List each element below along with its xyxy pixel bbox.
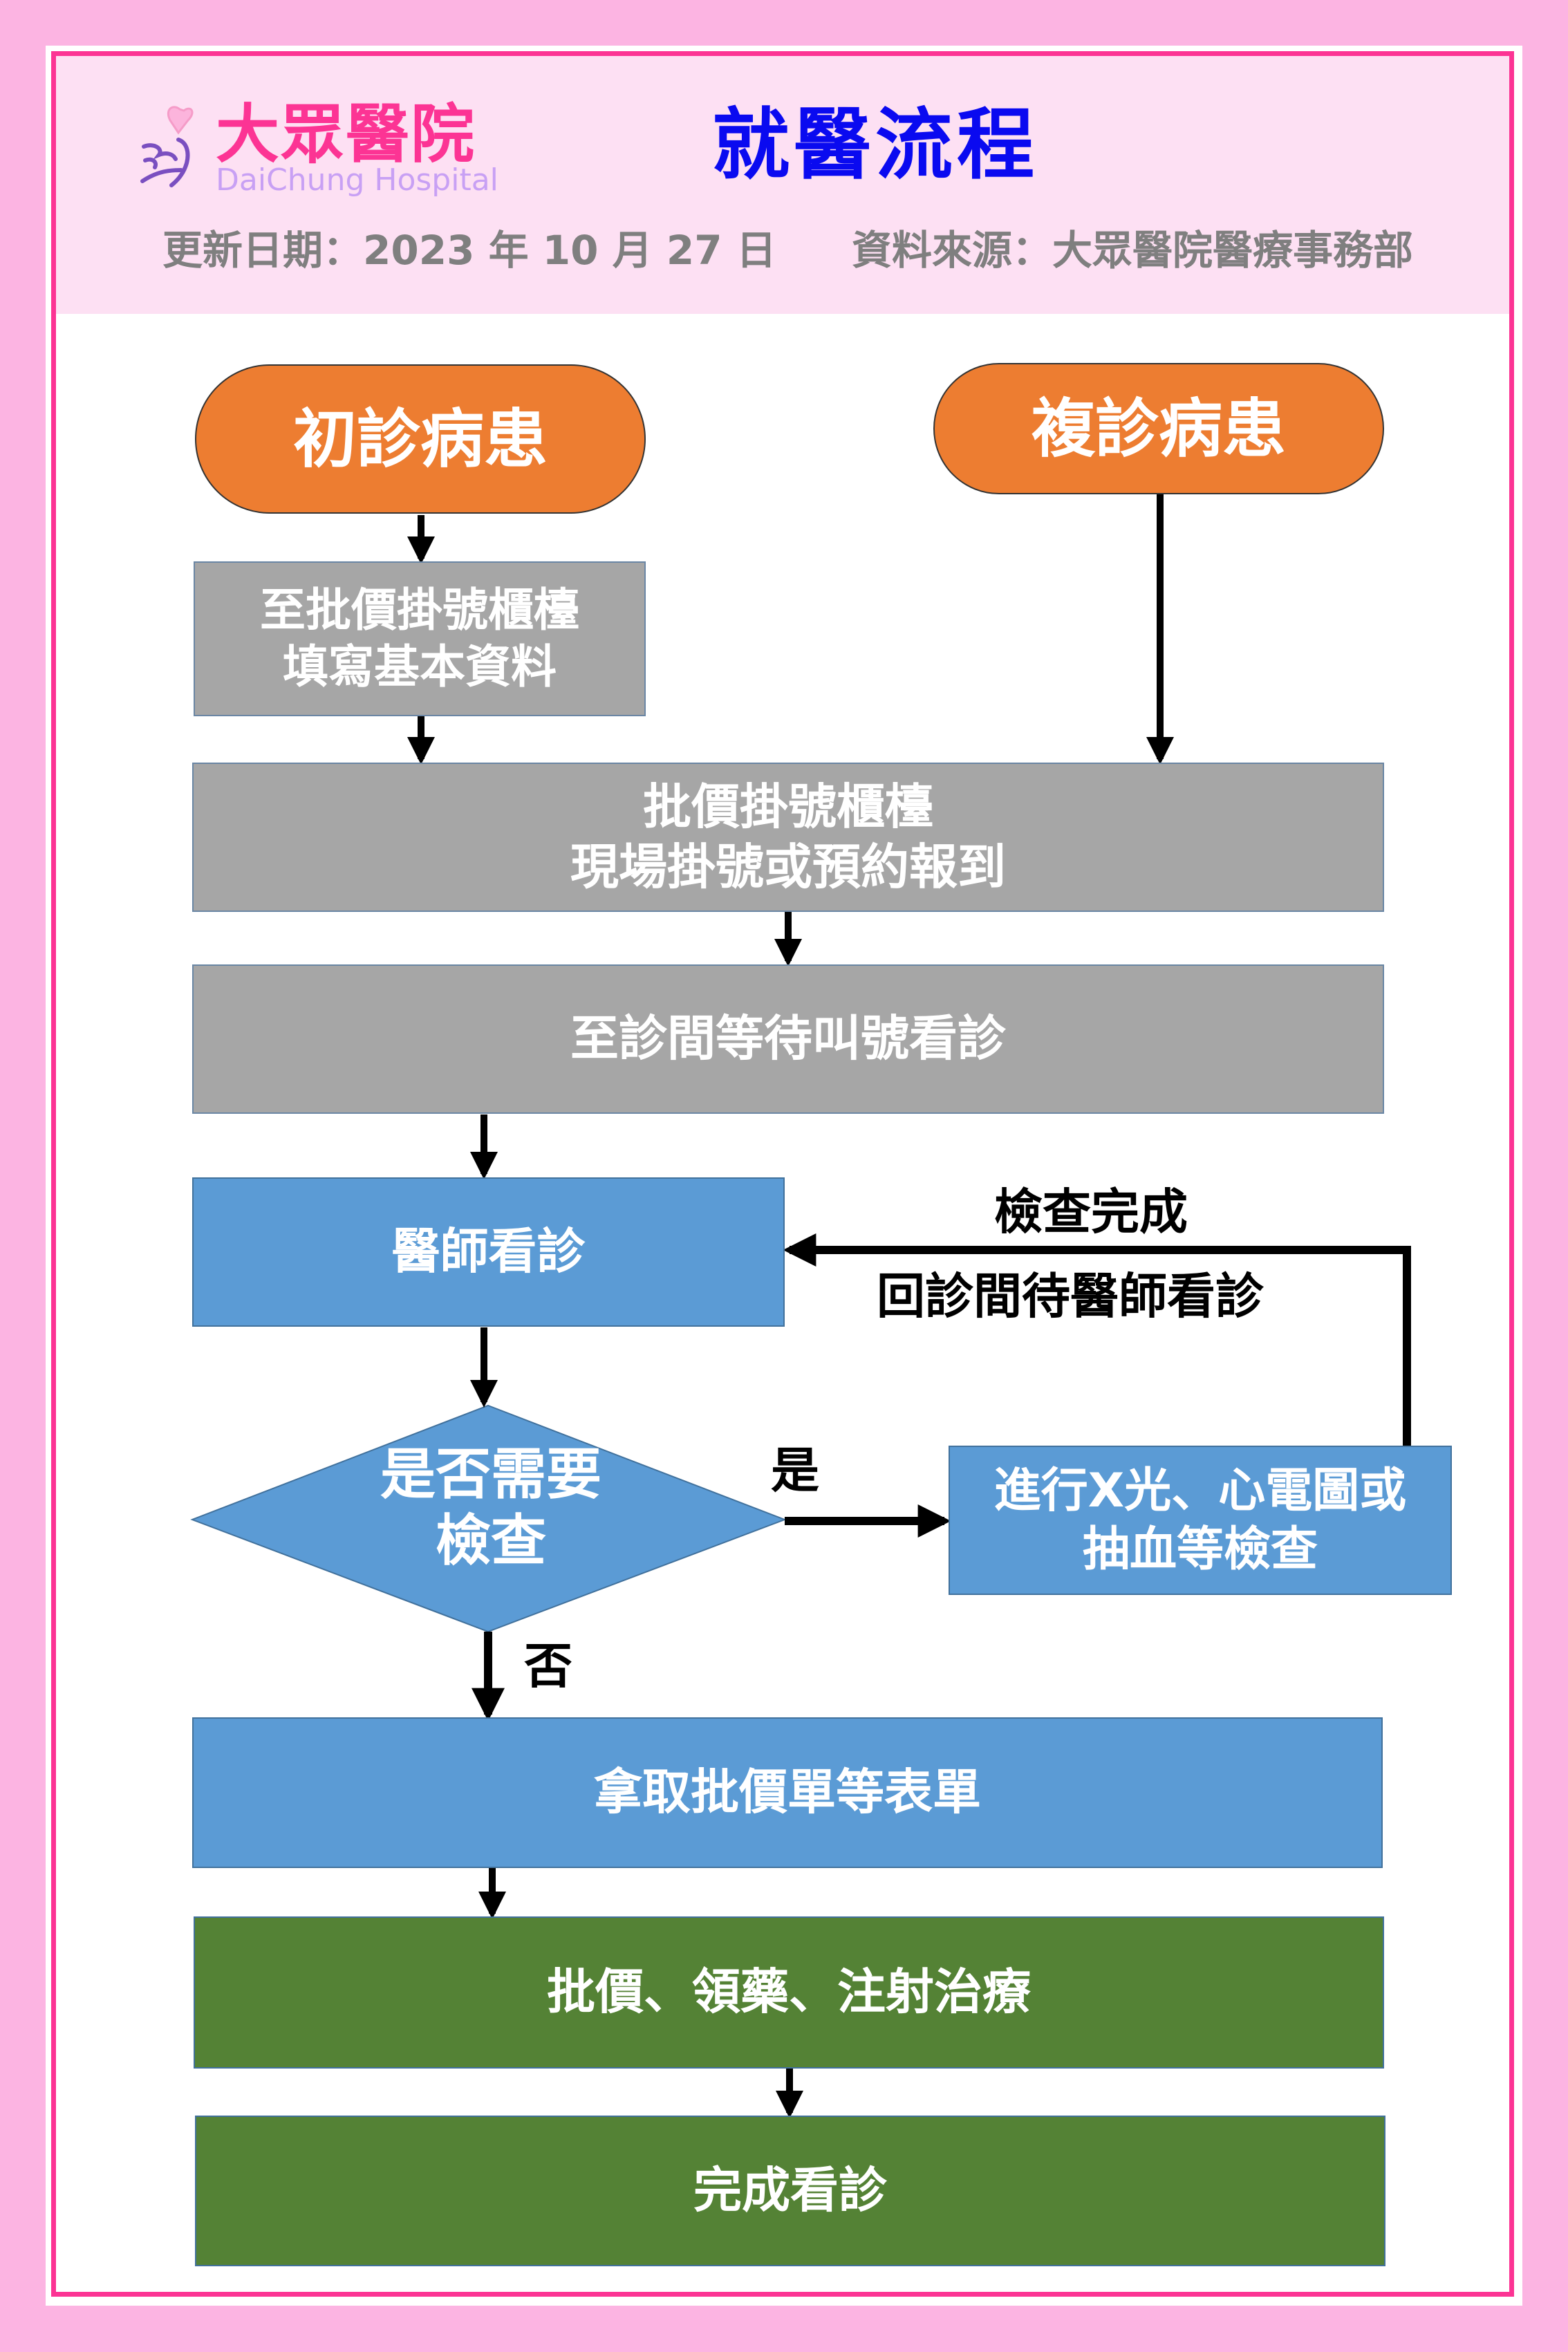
data-source: 資料來源：大眾醫院醫療事務部 — [852, 227, 1414, 274]
loop-label-return-to-doctor: 回診間待醫師看診 — [877, 1268, 1264, 1325]
step-doctor-consultation: 醫師看診 — [192, 1177, 785, 1327]
hospital-logo: 大眾醫院 DaiChung Hospital — [138, 97, 498, 200]
loop-label-exam-done: 檢查完成 — [994, 1184, 1188, 1240]
dove-heart-icon — [140, 106, 194, 187]
edge-label-yes: 是 — [771, 1442, 819, 1499]
edge-label-no: 否 — [524, 1638, 572, 1695]
update-date: 更新日期：2023 年 10 月 27 日 — [162, 227, 776, 274]
step-get-billing-forms: 拿取批價單等表單 — [192, 1717, 1383, 1868]
step-fill-basic-info: 至批價掛號櫃檯 填寫基本資料 — [194, 561, 646, 716]
logo-name-en: DaiChung Hospital — [216, 162, 498, 198]
start-return-patient: 複診病患 — [933, 363, 1384, 494]
step-complete: 完成看診 — [195, 2116, 1385, 2266]
header-band — [56, 56, 1509, 314]
step-wait-for-call: 至診間等待叫號看診 — [192, 964, 1384, 1114]
start-new-patient: 初診病患 — [195, 364, 646, 514]
decision-label: 是否需要 檢查 — [380, 1442, 601, 1573]
step-pay-medicine-injection: 批價、領藥、注射治療 — [194, 1916, 1384, 2069]
step-exam: 進行X光、心電圖或 抽血等檢查 — [949, 1446, 1452, 1595]
page-title: 就醫流程 — [712, 100, 1038, 190]
step-registration-counter: 批價掛號櫃檯 現場掛號或預約報到 — [192, 763, 1384, 912]
logo-name-zh: 大眾醫院 — [216, 97, 476, 171]
